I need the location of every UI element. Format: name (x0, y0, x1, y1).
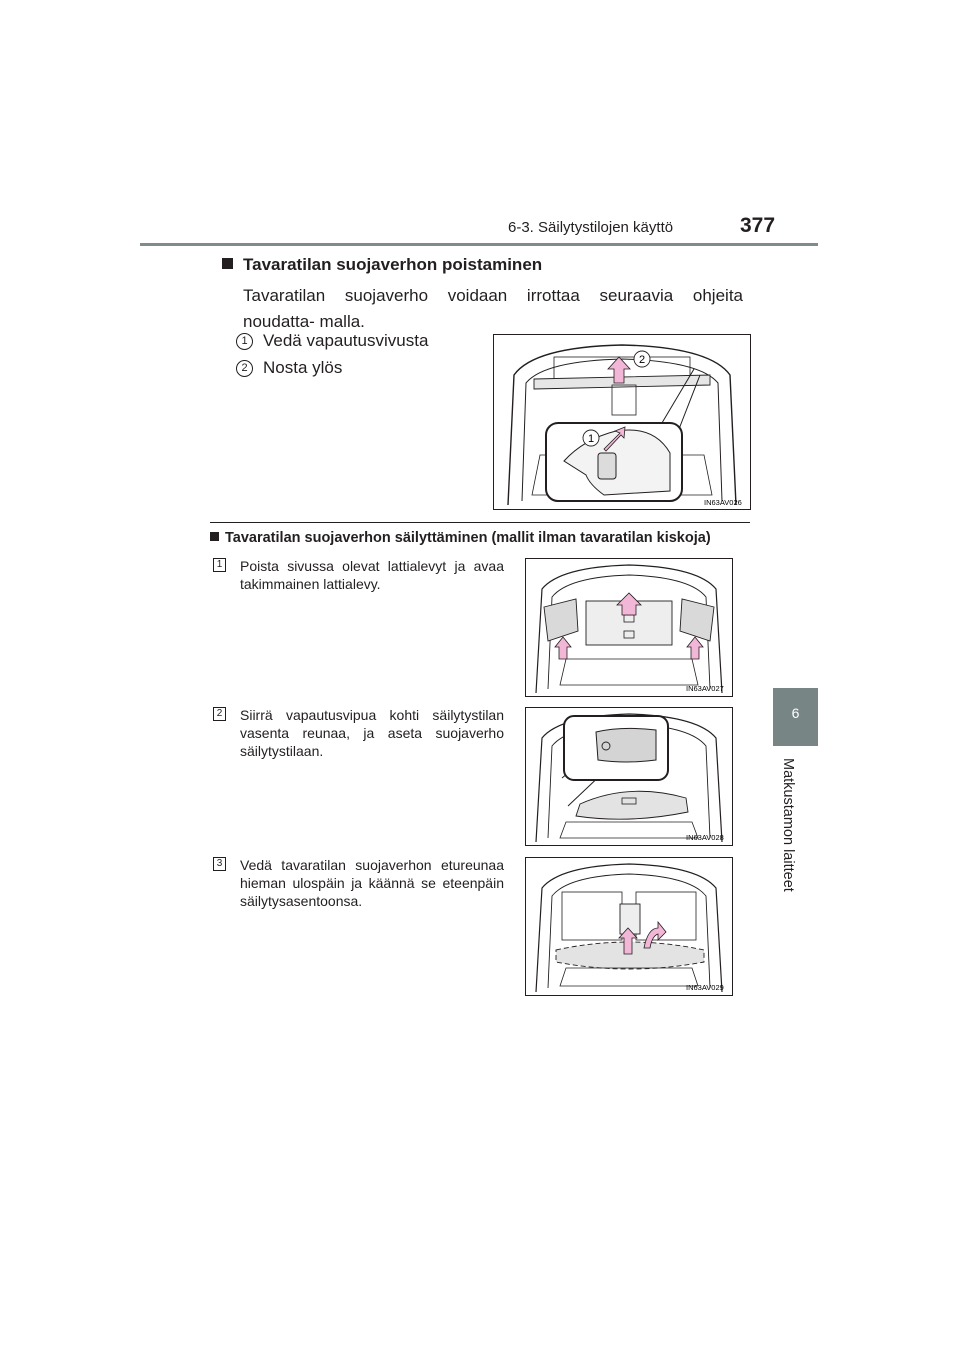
header-rule (140, 243, 818, 246)
cargo-cover-removal-illustration: 2 1 IN63AV026 (507, 344, 742, 507)
step-number-box: 1 (213, 558, 226, 572)
step-number-badge: 2 (236, 360, 253, 377)
section2-heading: Tavaratilan suojaverhon säilyttäminen (m… (210, 530, 711, 546)
step-text: Nosta ylös (263, 358, 343, 377)
step-number-box: 3 (213, 857, 226, 871)
chapter-title: Matkustamon laitteet (780, 758, 804, 958)
section-title: 6-3. Säilytystilojen käyttö (508, 219, 674, 236)
chapter-number: 6 (791, 705, 800, 721)
step-number-badge: 1 (236, 333, 253, 350)
section2-step-2-text: Siirrä vapautusvipua kohti säilytystilan… (240, 707, 504, 759)
section1-title: Tavaratilan suojaverhon poistaminen (243, 255, 543, 274)
cover-rotate-illustration: IN63AV029 (535, 863, 724, 993)
figure-code: IN63AV027 (686, 684, 724, 693)
floor-boards-illustration: IN63AV027 (535, 564, 724, 694)
page-number: 377 (740, 214, 776, 237)
step-text: Vedä vapautusvivusta (263, 331, 429, 350)
square-bullet-icon (210, 532, 219, 541)
figure-code: IN63AV028 (686, 833, 724, 842)
figure-in63av026: 2 1 IN63AV026 (493, 334, 751, 510)
chapter-tab (773, 688, 818, 746)
section2-step-1-text: Poista sivussa olevat lattialevyt ja ava… (240, 558, 504, 592)
section1-step-2: 2 Nosta ylös (236, 358, 342, 378)
section2-title: Tavaratilan suojaverhon säilyttäminen (m… (225, 530, 711, 546)
section2-step-3-text: Vedä tavaratilan suojaverhon etureunaa h… (240, 857, 504, 909)
section1-heading: Tavaratilan suojaverhon poistaminen (222, 255, 542, 275)
section-divider (210, 522, 750, 523)
figure-code: IN63AV029 (686, 983, 724, 992)
step-number-box: 2 (213, 707, 226, 721)
cover-storage-illustration: IN63AV028 (535, 713, 724, 843)
figure-in63av028: IN63AV028 (525, 707, 733, 846)
chapter-title-text: Matkustamon laitteet (780, 758, 796, 892)
figure-in63av029: IN63AV029 (525, 857, 733, 996)
figure-code: IN63AV026 (704, 498, 742, 507)
section1-intro: Tavaratilan suojaverho voidaan irrottaa … (243, 286, 743, 331)
callout-1: 1 (588, 433, 594, 445)
figure-in63av027: IN63AV027 (525, 558, 733, 697)
callout-2: 2 (639, 354, 645, 366)
square-bullet-icon (222, 258, 233, 269)
section1-step-1: 1 Vedä vapautusvivusta (236, 331, 428, 351)
